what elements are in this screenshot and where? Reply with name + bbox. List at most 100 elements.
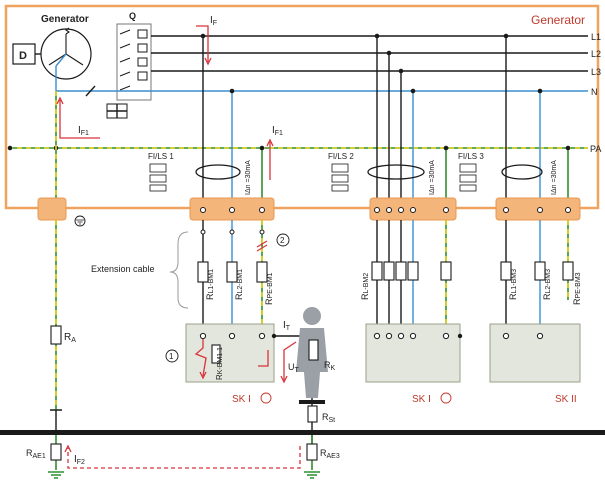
label-rae3: RAE3: [320, 448, 340, 460]
label-l1: L1: [591, 32, 601, 42]
node2-n: [410, 88, 416, 94]
resistor-rst: [307, 405, 318, 423]
switch-label: Q: [129, 11, 136, 21]
resistor-rl2-bm1: [226, 261, 238, 283]
marker-1: 1: [169, 352, 174, 361]
node2-l2: [386, 50, 392, 56]
label-l2: L2: [591, 49, 601, 59]
term3-l1: [502, 332, 510, 340]
marker-2-circle: [276, 233, 290, 247]
label-rl2-bm1: RL2-BM1: [234, 269, 244, 300]
connector-generator: [37, 197, 67, 221]
rcd1-core: [195, 164, 241, 180]
ra-electrode: [50, 409, 62, 432]
current-it: IT: [283, 320, 291, 332]
branch-rings: [200, 207, 571, 235]
fault-inside-sk1: [194, 339, 207, 377]
ground-surface: [0, 430, 605, 435]
person-figure-icon: [296, 307, 328, 398]
node3-n: [537, 88, 543, 94]
resistor-rk: [308, 339, 319, 361]
node2-box: [457, 333, 463, 339]
node2-l3: [398, 68, 404, 74]
extension-cable-brace: [169, 231, 189, 309]
fault-arrow-if2: [64, 444, 72, 453]
rcd1-symbols: [149, 163, 167, 192]
branch2-terminals: [373, 332, 450, 340]
generator-label: Generator: [41, 14, 89, 25]
gen-neutral-switch: [85, 85, 96, 97]
current-if1-mid: IF1: [272, 125, 283, 137]
fault-arrow-if1-left: [56, 96, 64, 105]
earth-symbol-icon: [74, 215, 86, 227]
sk1-left-earth-icon: [260, 392, 272, 404]
label-rpe-bm1: RPE-BM1: [264, 272, 274, 305]
rcd2-label: FI/LS 2: [328, 152, 354, 161]
fault-current-if2: [67, 446, 301, 469]
current-if1-left: IF1: [78, 125, 89, 137]
ut-arrow: [280, 375, 288, 384]
fault-arrow-sk1: [199, 371, 207, 380]
current-if: IF: [210, 15, 217, 27]
generator-windings: [48, 27, 84, 66]
rcd1-idn: IΔn =30mA: [245, 160, 252, 195]
rcd1-label: FI/LS 1: [148, 152, 174, 161]
generator-title: Generator: [531, 13, 585, 27]
equipment-sk2: [489, 323, 581, 383]
label-rl1-bm1: RL1-BM1: [205, 269, 215, 300]
resistor-rl2-bm3: [534, 261, 546, 281]
resistor-rk-bm1: [211, 344, 221, 364]
resistor-rpe-bm3: [562, 261, 574, 281]
rcd3-symbols: [459, 163, 477, 192]
label-ra: RA: [64, 332, 76, 344]
node1-l1: [200, 33, 206, 39]
term1-pe: [258, 332, 266, 340]
term1-n: [228, 332, 236, 340]
resistor-rpe-bm1: [256, 261, 268, 283]
node3-pe: [565, 145, 571, 151]
pa-node-left: [7, 145, 13, 151]
rae1-earth: [48, 471, 64, 479]
label-rl1-bm3: RL1-BM3: [508, 269, 518, 300]
branch2-resistors: [371, 261, 452, 281]
fault-arrow-if: [204, 57, 212, 66]
extension-cable-label: Extension cable: [91, 264, 155, 274]
pe-break-mark: [256, 240, 268, 252]
label-rl-bm2: RL-BM2: [360, 273, 370, 300]
switch-contacts: [119, 29, 148, 91]
node1-pe: [259, 145, 265, 151]
label-sk1-left: SK I: [232, 394, 251, 405]
rcd2-idn: IΔn =30mA: [429, 160, 436, 195]
label-l3: L3: [591, 67, 601, 77]
rcd2-symbols: [331, 163, 349, 192]
rcd3-idn: IΔn =30mA: [551, 160, 558, 195]
fault-current-if1-left: [59, 100, 100, 139]
resistor-rae3: [306, 443, 318, 461]
standing-plate: [299, 400, 325, 404]
rae3-earth: [304, 471, 320, 479]
label-rk-bm1: RK-BM1.1: [215, 347, 224, 380]
current-if2: IF2: [74, 454, 85, 466]
node2-pe: [443, 145, 449, 151]
person-touch-arm: [283, 341, 297, 380]
generator-neutral-point: [55, 53, 67, 67]
equipment-sk1-right: [365, 323, 461, 383]
sk1-body-current: [258, 350, 269, 367]
label-rae1: RAE1: [26, 448, 46, 460]
label-rst: RSt: [322, 412, 335, 424]
label-n: N: [591, 87, 598, 97]
label-sk2: SK II: [555, 394, 577, 405]
term3-n: [536, 332, 544, 340]
node3-l1: [503, 33, 509, 39]
equipment-sk1-left: [185, 323, 275, 383]
rcd2-core: [367, 164, 425, 180]
rcd3-core: [501, 164, 543, 180]
label-rpe-bm3: RPE-BM3: [572, 272, 582, 305]
fault-current-if: [196, 25, 209, 62]
label-sk1-right: SK I: [412, 394, 431, 405]
term1-l1: [199, 332, 207, 340]
label-rk: RK: [324, 360, 336, 372]
resistor-ra: [50, 325, 62, 345]
earth-symbol-lines: [76, 219, 84, 225]
